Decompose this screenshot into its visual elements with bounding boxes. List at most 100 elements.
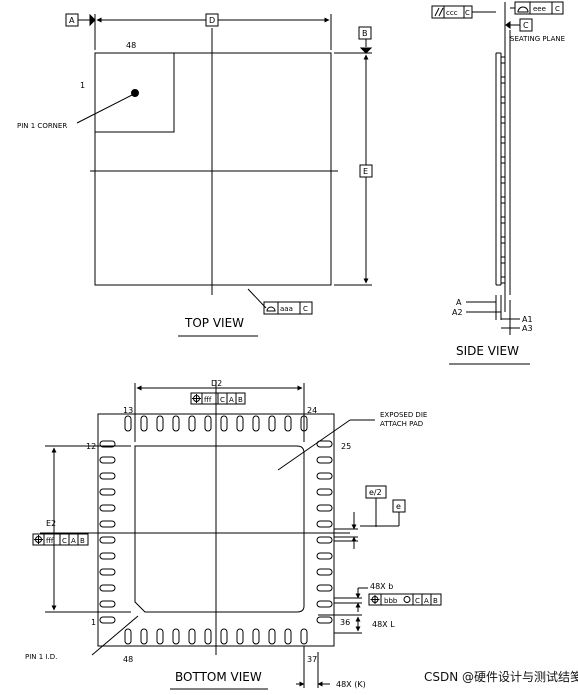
side-lead <box>500 276 506 284</box>
pin1-corner-callout: PIN 1 CORNER <box>17 122 67 130</box>
bottom-pin-13-label: 13 <box>123 406 133 415</box>
bottom-lead-right <box>316 520 333 528</box>
side-view <box>431 1 564 365</box>
top-view <box>65 13 373 337</box>
bottom-lead-left <box>99 472 116 480</box>
d2-datum-b: B <box>238 396 243 404</box>
bottom-lead-left <box>99 488 116 496</box>
bottom-pin-36-label: 36 <box>340 618 350 627</box>
exposed-pad-callout-2: ATTACH PAD <box>380 420 423 428</box>
top-pin-1-label: 1 <box>80 81 85 90</box>
bottom-pin-12-label: 12 <box>86 442 96 451</box>
bottom-lead-right <box>316 456 333 464</box>
e2-datum-b: B <box>80 537 85 545</box>
side-lead <box>500 236 506 244</box>
e-label: e <box>396 502 401 511</box>
dim-a2-label: A2 <box>452 308 463 317</box>
exposed-pad-callout-1: EXPOSED DIE <box>380 411 427 419</box>
side-view-text: ccc C eee C C SEATING PLANE A A2 A1 A3 S… <box>446 5 565 358</box>
bottom-lead-bottom <box>124 628 132 645</box>
top-body-outline <box>94 52 332 286</box>
bottom-pin-1-label: 1 <box>91 618 96 627</box>
side-lead <box>500 196 506 204</box>
bottom-lead-left <box>99 600 116 608</box>
bottom-lead-bottom <box>172 628 180 645</box>
bottom-lead-left <box>99 552 116 560</box>
lead-k-label: 48X (K) <box>336 680 366 689</box>
bottom-lead-top <box>268 415 276 432</box>
bottom-lead-bottom <box>300 628 308 645</box>
bottom-lead-bottom <box>156 628 164 645</box>
bottom-lead-left <box>99 568 116 576</box>
side-lead <box>500 56 506 64</box>
bottom-lead-bottom <box>284 628 292 645</box>
side-lead <box>500 156 506 164</box>
bottom-lead-top <box>188 415 196 432</box>
bottom-lead-right <box>316 488 333 496</box>
watermark: CSDN @硬件设计与测试结笺铜厚 <box>424 669 578 684</box>
d2-fff-value: fff <box>204 396 212 404</box>
pin1-id-callout: PIN 1 I.D. <box>25 653 57 661</box>
bottom-lead-top <box>284 415 292 432</box>
bottom-lead-bottom <box>204 628 212 645</box>
side-lead <box>500 256 506 264</box>
dim-d2-label: D2 <box>211 379 222 388</box>
profile-datum: C <box>555 5 560 13</box>
bottom-lead-left <box>99 584 116 592</box>
bottom-lead-left <box>99 616 116 624</box>
side-lead <box>500 136 506 144</box>
parallel-value: ccc <box>446 9 458 17</box>
bottom-lead-top <box>236 415 244 432</box>
bbb-datum-b: B <box>433 597 438 605</box>
datum-b-label: B <box>362 29 368 38</box>
bottom-lead-bottom <box>252 628 260 645</box>
side-lead <box>500 96 506 104</box>
bottom-view <box>32 380 442 690</box>
pin1-corner-leader <box>76 94 133 124</box>
top-pin-48-label: 48 <box>126 41 136 50</box>
profile-value: eee <box>533 5 546 13</box>
bbb-datum-a: A <box>424 597 429 605</box>
bottom-lead-right <box>316 568 333 576</box>
bottom-lead-top <box>156 415 164 432</box>
top-view-title: TOP VIEW <box>184 316 244 330</box>
bottom-lead-right <box>316 504 333 512</box>
bottom-lead-bottom <box>220 628 228 645</box>
bottom-lead-top <box>124 415 132 432</box>
bbb-frame <box>368 593 442 606</box>
side-view-title: SIDE VIEW <box>456 344 519 358</box>
bottom-pin-48-label: 48 <box>123 655 133 664</box>
dim-a-label: A <box>456 298 462 307</box>
pin1-corner-region <box>94 52 175 133</box>
e2-datum-c: C <box>62 537 67 545</box>
dim-e-label: E <box>363 167 368 176</box>
bottom-lead-top <box>172 415 180 432</box>
bottom-lead-top <box>220 415 228 432</box>
e2-datum-a: A <box>71 537 76 545</box>
bottom-lead-left <box>99 504 116 512</box>
bottom-pin-24-label: 24 <box>307 406 317 415</box>
dim-e2-label: E2 <box>46 519 56 528</box>
bottom-lead-right <box>316 616 333 624</box>
bottom-lead-left <box>99 456 116 464</box>
flatness-datum: C <box>303 305 308 313</box>
bottom-lead-top <box>204 415 212 432</box>
e2-fff-value: fff <box>46 537 54 545</box>
bottom-lead-left <box>99 536 116 544</box>
bottom-lead-bottom <box>236 628 244 645</box>
side-lead <box>500 116 506 124</box>
watermark-text: CSDN @硬件设计与测试结笺铜厚 <box>424 669 578 684</box>
bottom-lead-right <box>316 440 333 448</box>
bottom-lead-left <box>99 520 116 528</box>
bottom-lead-right <box>316 600 333 608</box>
datum-a-label: A <box>69 16 75 25</box>
bbb-value: bbb <box>384 597 398 605</box>
bottom-lead-bottom <box>188 628 196 645</box>
side-lead <box>500 176 506 184</box>
bottom-pin-25-label: 25 <box>341 442 351 451</box>
side-leads <box>500 56 506 284</box>
d2-datum-a: A <box>229 396 234 404</box>
d2-datum-c: C <box>220 396 225 404</box>
seating-plane-label: SEATING PLANE <box>510 35 565 43</box>
